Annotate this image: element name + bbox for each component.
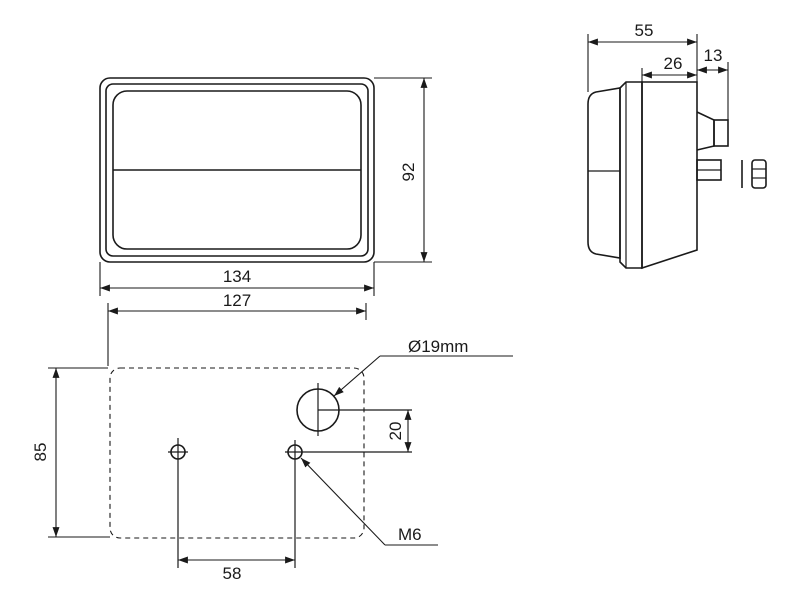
- housing-body: [641, 81, 698, 270]
- total-depth-dimension: 55: [587, 21, 698, 92]
- side-view: [587, 81, 767, 270]
- glass-width-dimension: 127: [107, 291, 367, 366]
- bolt-hole-callout-label: M6: [398, 525, 422, 544]
- body-depth-dimension: 26: [641, 54, 697, 82]
- hole-spacing-label: 58: [223, 564, 242, 583]
- bolt-hole-callout: M6: [300, 457, 438, 546]
- body-depth-label: 26: [664, 54, 683, 73]
- large-hole-callout: Ø19mm: [333, 337, 513, 397]
- cutout-outline: [109, 367, 365, 539]
- overall-width-dimension: 134: [99, 262, 375, 296]
- cutout-height-dimension: 85: [31, 367, 110, 538]
- connector-depth-dimension: 13: [697, 46, 729, 120]
- lens-profile: [587, 87, 621, 259]
- front-view: [99, 77, 375, 263]
- terminal-detail: [751, 159, 767, 189]
- mounting-cutout-view: [109, 367, 412, 568]
- height-label: 92: [399, 163, 418, 182]
- cutout-height-label: 85: [31, 443, 50, 462]
- connector-depth-label: 13: [704, 46, 723, 65]
- glass-width-label: 127: [223, 291, 251, 310]
- lamp-outer-frame: [99, 77, 375, 263]
- lamp-inner-frame: [105, 83, 369, 257]
- large-hole-callout-label: Ø19mm: [408, 337, 468, 356]
- hole-spacing-dimension: 58: [178, 556, 295, 583]
- overall-width-label: 134: [223, 267, 251, 286]
- hole-offset-dimension: 20: [386, 410, 412, 452]
- total-depth-label: 55: [635, 21, 654, 40]
- bulb-socket: [696, 111, 715, 151]
- mounting-flange: [619, 81, 643, 269]
- hole-offset-label: 20: [386, 422, 405, 441]
- connector-plug: [713, 119, 729, 147]
- height-dimension: 92: [374, 77, 432, 263]
